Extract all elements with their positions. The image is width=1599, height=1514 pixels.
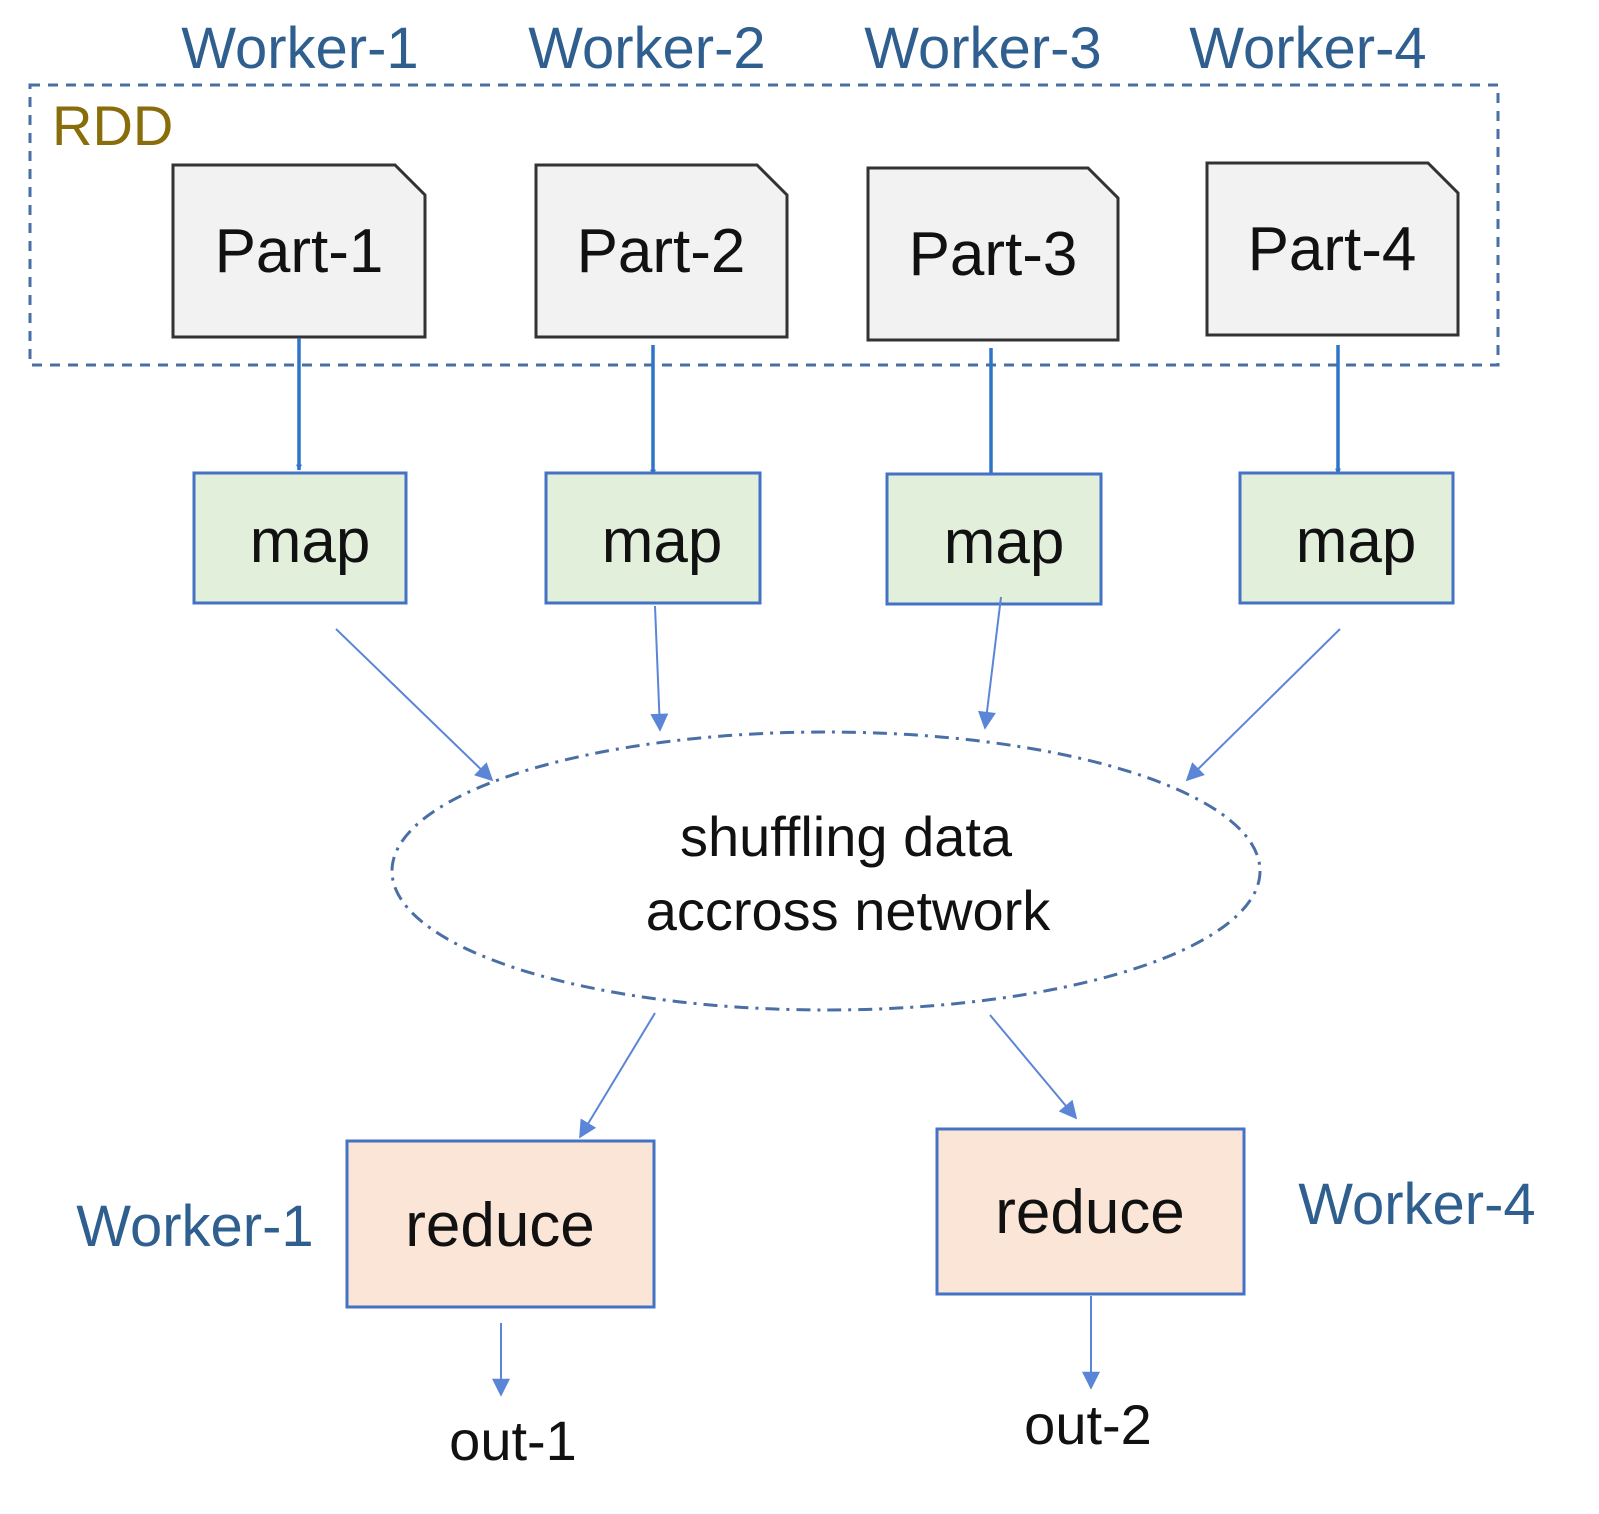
rdd-label: RDD [52, 94, 173, 157]
output-label-1: out-1 [449, 1409, 577, 1472]
top-worker-label-4: Worker-4 [1189, 16, 1426, 81]
map-box-1-label: map [250, 507, 371, 576]
partition-1 [171, 163, 427, 339]
arrow-map4-to-shuffle [1185, 628, 1341, 782]
reduce-box-1-label: reduce [405, 1191, 595, 1260]
map-box-1 [192, 471, 408, 605]
arrow-map2-to-shuffle [650, 605, 669, 732]
rdd-frame [28, 83, 1500, 367]
map-box-4-label: map [1296, 507, 1417, 576]
arrow-shuffle-to-reduce2 [989, 1014, 1078, 1120]
partition-3 [866, 166, 1120, 342]
reduce-worker-label-2: Worker-4 [1298, 1172, 1535, 1237]
arrow-shuffle-to-reduce1 [579, 1012, 656, 1139]
map-box-4 [1238, 471, 1455, 605]
reduce-box-2 [935, 1127, 1246, 1296]
shuffle-label-line1: shuffling data [680, 805, 1013, 868]
top-worker-label-3: Worker-3 [864, 16, 1101, 81]
shuffle-label-line2: accross network [646, 879, 1052, 942]
map-box-2 [544, 471, 762, 605]
top-worker-label-1: Worker-1 [181, 16, 418, 81]
map-box-3-label: map [944, 508, 1065, 577]
reduce-worker-label-1: Worker-1 [76, 1194, 313, 1259]
map-box-3 [885, 472, 1103, 606]
top-worker-label-2: Worker-2 [528, 16, 765, 81]
shuffle-ellipse [390, 730, 1262, 1012]
reduce-box-2-label: reduce [995, 1178, 1185, 1247]
partition-2 [534, 163, 789, 339]
map-box-2-label: map [602, 507, 723, 576]
partition-2-label: Part-2 [577, 217, 746, 286]
arrow-map3-to-shuffle [978, 596, 1002, 730]
partition-1-label: Part-1 [215, 217, 384, 286]
partition-4-label: Part-4 [1248, 215, 1417, 284]
arrow-map1-to-shuffle [335, 628, 494, 782]
partition-4 [1205, 161, 1460, 337]
output-label-2: out-2 [1024, 1393, 1152, 1456]
reduce-box-1 [345, 1139, 656, 1309]
partition-3-label: Part-3 [909, 220, 1078, 289]
